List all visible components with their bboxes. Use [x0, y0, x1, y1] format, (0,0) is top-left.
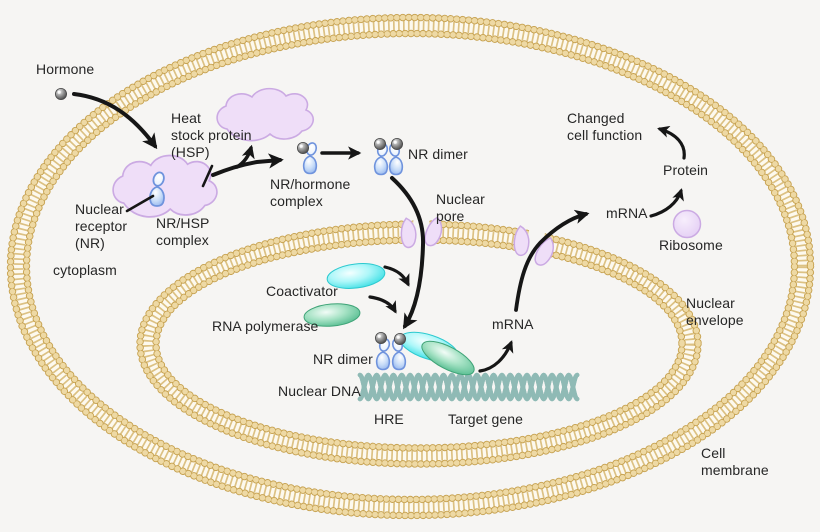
- mrna-export-arrow: [514, 209, 590, 312]
- coactivator-recruitment-arrow: [383, 265, 410, 287]
- label-nuclear-receptor: Nuclear receptor (NR): [75, 201, 128, 252]
- hsp-pointer-line: [201, 164, 214, 188]
- pointer-lines: [125, 164, 214, 213]
- ribosome-shape: [672, 209, 702, 239]
- rna-polymerase-shape: [303, 303, 361, 327]
- hormone-molecule-icon: [54, 87, 68, 101]
- label-nr-hsp-complex: NR/HSP complex: [156, 215, 210, 249]
- label-nuclear-envelope: Nuclear envelope: [686, 295, 744, 329]
- label-ribosome: Ribosome: [659, 237, 723, 253]
- label-mrna-cytoplasm: mRNA: [606, 205, 648, 221]
- nr-dimer-top-shape: [373, 137, 404, 176]
- label-rna-polymerase: RNA polymerase: [212, 318, 319, 334]
- label-heat-shock-protein: Heat stock protein (HSP): [171, 110, 252, 161]
- hormone-ball-icon: [373, 137, 387, 151]
- hormone-ball-icon: [374, 331, 388, 345]
- transcription-arrow: [478, 340, 514, 373]
- rna-polymerase-on-dna-shape: [421, 340, 475, 376]
- nuclear-import-arrow: [390, 176, 426, 330]
- hormone-entry-arrow: [72, 92, 158, 150]
- translation-arrow: [649, 188, 684, 218]
- hormone-ball-icon: [296, 141, 310, 155]
- label-changed-cell-function: Changed cell function: [567, 110, 643, 144]
- label-nuclear-dna: Nuclear DNA: [278, 383, 361, 399]
- label-cell-membrane: Cell membrane: [701, 445, 769, 479]
- label-hormone: Hormone: [36, 61, 95, 77]
- nr-hormone-complex-shape: [296, 140, 319, 175]
- cell-function-arrow: [657, 125, 686, 160]
- label-nr-hormone-complex: NR/hormone complex: [270, 176, 351, 210]
- arrows: [72, 92, 686, 373]
- label-protein: Protein: [663, 162, 709, 178]
- hsp-dissociation-arrow: [235, 144, 255, 169]
- cell-membrane: [6, 13, 815, 520]
- coactivator-shape: [326, 263, 386, 289]
- hormone-ball-icon: [393, 332, 407, 346]
- label-coactivator: Coactivator: [266, 283, 338, 299]
- nuclear-dna-helix: [357, 372, 580, 402]
- nr-hsp-complex-shape: [112, 154, 218, 218]
- label-hre: HRE: [374, 411, 404, 427]
- hormone-ball-icon: [390, 137, 404, 151]
- label-mrna-nucleus: mRNA: [492, 316, 534, 332]
- label-nr-dimer-top: NR dimer: [408, 146, 468, 162]
- nuclear-receptor-pointer-line: [125, 194, 155, 213]
- hsp-release-arrow: [211, 153, 284, 177]
- nr-dimer-on-dna-shape: [374, 331, 407, 371]
- polymerase-recruitment-arrow: [368, 295, 397, 314]
- label-nuclear-pore: Nuclear pore: [436, 191, 485, 225]
- label-target-gene: Target gene: [448, 411, 524, 427]
- label-nr-dimer-bottom: NR dimer: [313, 351, 373, 367]
- label-cytoplasm: cytoplasm: [53, 262, 117, 278]
